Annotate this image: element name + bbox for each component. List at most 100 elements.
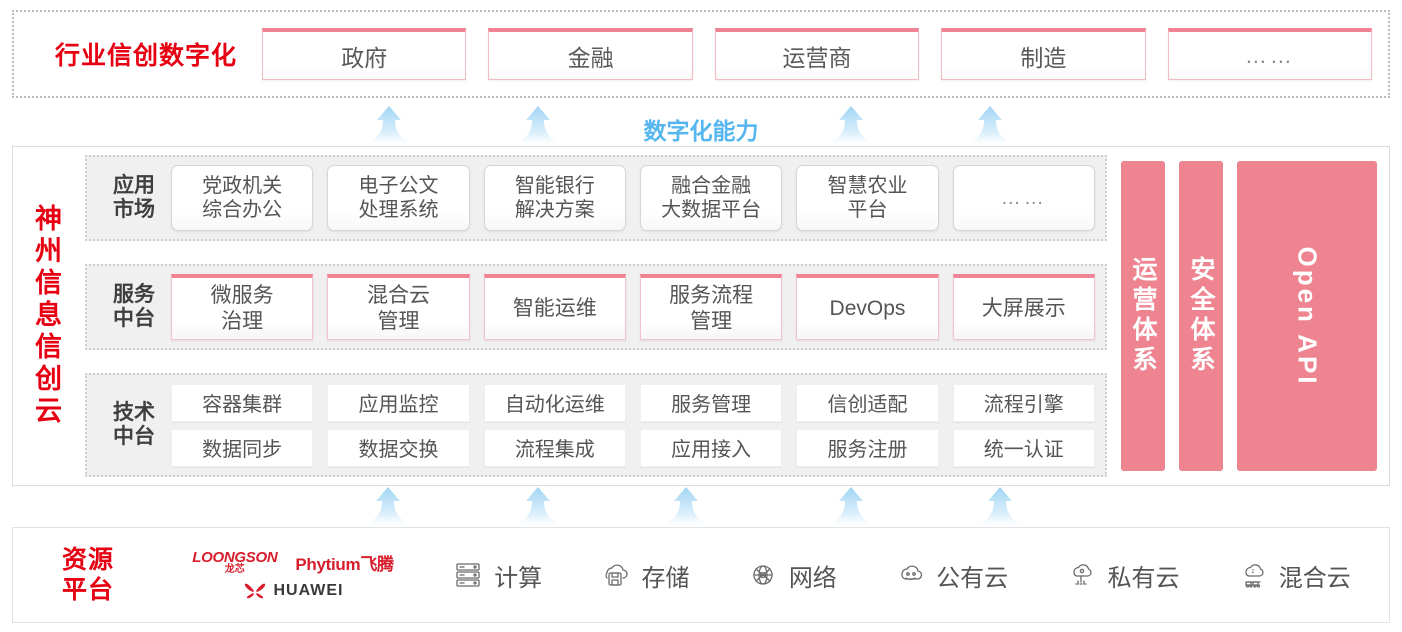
- app-market-card-2[interactable]: 智能银行解决方案: [483, 165, 626, 231]
- resource-item-label-1: 存储: [641, 564, 690, 592]
- resource-item-私有云[interactable]: 私有云: [1064, 558, 1179, 593]
- huawei-logo: HUAWEI: [243, 581, 344, 601]
- cloud-side-pillars: 运营体系安全体系 Open API: [1113, 147, 1389, 485]
- tech-label-line-0: 技术: [113, 400, 155, 424]
- resource-item-计算[interactable]: 计算: [451, 558, 542, 593]
- tech-card-1-2[interactable]: 流程集成: [483, 428, 626, 467]
- app-market-card-1-text: 电子公文处理系统: [358, 174, 439, 221]
- app-market-card-0-text: 党政机关综合办公: [202, 174, 283, 221]
- cloud-title-char-1: 州: [35, 236, 63, 267]
- capability-up-arrow-3: [962, 106, 1018, 146]
- service-platform-cards: 微服务治理 混合云管理 智能运维 服务流程管理 DevOps 大屏展示: [171, 274, 1095, 340]
- layer-label-technology-platform: 技术中台: [97, 401, 171, 449]
- resource-item-存储[interactable]: 存储: [598, 558, 689, 593]
- tech-card-1-1[interactable]: 数据交换: [327, 428, 470, 467]
- resource-item-label-2: 网络: [788, 564, 837, 592]
- resource-title-line-1: 平台: [61, 576, 114, 604]
- resource-title-line-0: 资源: [61, 546, 114, 574]
- cloud-title-char-4: 信: [35, 331, 63, 362]
- resource-item-混合云[interactable]: z 混合云: [1236, 558, 1351, 593]
- tech-card-1-0[interactable]: 数据同步: [171, 428, 314, 467]
- cloud-title-char-6: 云: [35, 395, 63, 426]
- pillar-1[interactable]: 安全体系: [1178, 161, 1223, 471]
- app-market-card-4-text: 智慧农业平台: [827, 174, 908, 221]
- service-card-4-text: DevOps: [829, 296, 906, 320]
- huawei-petal-icon: [244, 583, 265, 598]
- pillar-0[interactable]: 运营体系: [1121, 161, 1165, 471]
- tech-card-0-0[interactable]: 容器集群: [171, 383, 314, 422]
- app-market-card-2-text: 智能银行解决方案: [514, 174, 595, 221]
- server-rack-icon: [451, 560, 485, 590]
- service-card-2-text: 智能运维: [512, 296, 597, 320]
- industry-card-4[interactable]: ……: [1167, 28, 1373, 80]
- pillar-2[interactable]: Open API: [1236, 161, 1377, 471]
- tech-card-0-4[interactable]: 信创适配: [796, 383, 939, 422]
- layer-label-service-platform: 服务中台: [97, 283, 171, 331]
- vendor-logo-group: LOONGSON 龙芯 Phytium飞腾 HUAWEI: [163, 550, 423, 601]
- tech-card-1-5[interactable]: 统一认证: [952, 428, 1095, 467]
- capability-up-arrow-0: [361, 106, 417, 146]
- tech-card-0-5[interactable]: 流程引擎: [952, 383, 1095, 422]
- tech-row-0: 容器集群应用监控自动化运维服务管理信创适配流程引擎: [171, 383, 1095, 422]
- resource-up-arrow-3: [823, 487, 879, 527]
- tech-card-0-1[interactable]: 应用监控: [327, 383, 470, 422]
- resource-up-arrow-4: [972, 487, 1028, 527]
- industry-card-3[interactable]: 制造: [941, 28, 1146, 80]
- public-cloud-icon: [893, 560, 927, 590]
- tech-card-1-3[interactable]: 应用接入: [639, 428, 783, 467]
- layer-technology-platform: 技术中台 容器集群应用监控自动化运维服务管理信创适配流程引擎数据同步数据交换流程…: [85, 373, 1107, 477]
- service-card-3-text: 服务流程管理: [669, 283, 754, 333]
- hybrid-cloud-icon: z: [1236, 560, 1270, 590]
- layer-label-application-market: 应用市场: [97, 174, 171, 222]
- industry-card-1[interactable]: 金融: [488, 28, 693, 80]
- industry-card-0[interactable]: 政府: [262, 28, 467, 80]
- loongson-logo-cn: 龙芯: [224, 563, 245, 575]
- technology-platform-cards: 容器集群应用监控自动化运维服务管理信创适配流程引擎数据同步数据交换流程集成应用接…: [171, 383, 1095, 467]
- pillar-2-label: Open API: [1292, 245, 1323, 387]
- app-market-card-3-text: 融合金融大数据平台: [661, 174, 762, 221]
- service-card-2[interactable]: 智能运维: [483, 274, 626, 340]
- service-card-5[interactable]: 大屏展示: [952, 274, 1095, 340]
- resource-item-label-5: 混合云: [1278, 564, 1351, 592]
- application-market-cards: 党政机关综合办公 电子公文处理系统 智能银行解决方案 融合金融大数据平台 智慧农业平台 ……: [171, 165, 1095, 231]
- resource-platform-title: 资源平台: [13, 545, 163, 605]
- service-card-1-text: 混合云管理: [366, 283, 430, 333]
- tech-card-0-2[interactable]: 自动化运维: [483, 383, 626, 422]
- phytium-logo: Phytium飞腾: [295, 554, 394, 574]
- capability-up-arrow-1: [510, 106, 566, 146]
- app-market-card-1[interactable]: 电子公文处理系统: [327, 165, 470, 231]
- svg-text:z: z: [1251, 569, 1254, 575]
- service-card-4[interactable]: DevOps: [796, 274, 939, 340]
- tech-row-1: 数据同步数据交换流程集成应用接入服务注册统一认证: [171, 428, 1095, 467]
- resource-item-公有云[interactable]: 公有云: [893, 558, 1008, 593]
- loongson-logo-en: LOONGSON: [192, 548, 278, 566]
- tech-card-1-4[interactable]: 服务注册: [796, 428, 939, 467]
- cloud-title-char-5: 创: [35, 363, 63, 394]
- resource-item-list: 计算 存储 网络 公有云 私有云 z 混合云: [423, 558, 1389, 593]
- tech-card-0-3[interactable]: 服务管理: [639, 383, 783, 422]
- resource-up-arrow-1: [510, 487, 566, 527]
- cloud-title-char-0: 神: [35, 204, 63, 235]
- pillar-0-label: 运营体系: [1128, 256, 1157, 376]
- app-market-card-0[interactable]: 党政机关综合办公: [171, 165, 314, 231]
- cloud-storage-icon: [598, 560, 632, 590]
- network-globe-icon: [746, 560, 780, 590]
- app-market-card-5-text: ……: [1000, 186, 1047, 209]
- capability-up-arrow-2: [823, 106, 879, 146]
- app-market-card-3[interactable]: 融合金融大数据平台: [639, 165, 783, 231]
- service-card-0[interactable]: 微服务治理: [171, 274, 314, 340]
- cloud-layers: 应用市场 党政机关综合办公 电子公文处理系统 智能银行解决方案 融合金融大数据平台 智慧…: [85, 147, 1113, 485]
- industry-card-2[interactable]: 运营商: [714, 28, 920, 80]
- resource-item-网络[interactable]: 网络: [746, 558, 837, 593]
- resource-arrows-bottom: [0, 487, 1402, 527]
- app-market-card-4[interactable]: 智慧农业平台: [796, 165, 939, 231]
- industry-digitalization-band: 行业信创数字化 政府金融运营商制造 ……: [12, 10, 1390, 98]
- huawei-logo-text: HUAWEI: [273, 581, 344, 599]
- resource-up-arrow-0: [360, 487, 416, 527]
- service-card-1[interactable]: 混合云管理: [327, 274, 470, 340]
- service-card-3[interactable]: 服务流程管理: [639, 274, 783, 340]
- app-market-card-5[interactable]: ……: [952, 165, 1095, 231]
- tech-label-line-1: 中台: [113, 425, 155, 448]
- capability-arrows-top: [0, 104, 1402, 146]
- industry-band-title: 行业信创数字化: [54, 42, 237, 70]
